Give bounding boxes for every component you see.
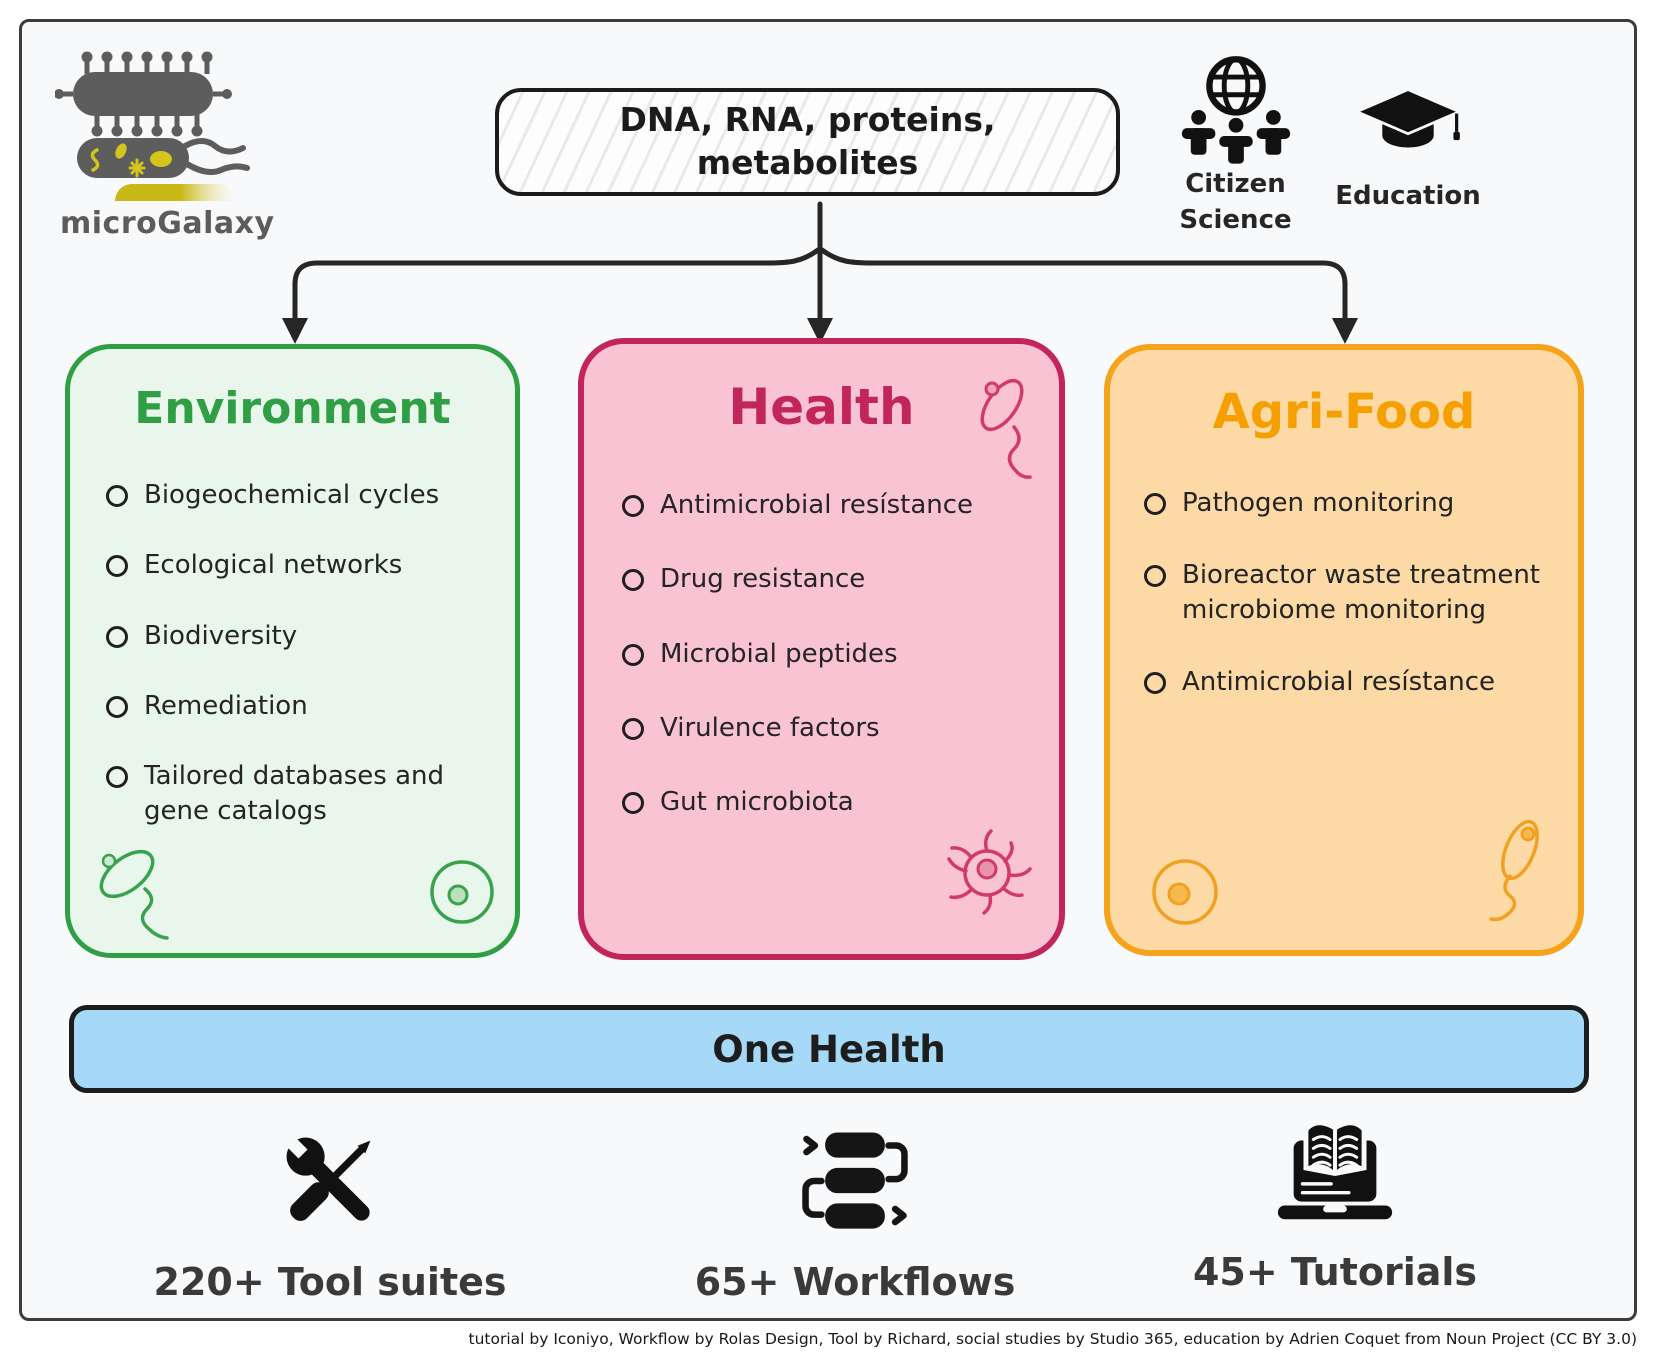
education-label: Education (1335, 181, 1481, 211)
card-environment-items: Biogeochemical cycles Ecological network… (106, 478, 479, 828)
inputs-box: DNA, RNA, proteins, metabolites (495, 88, 1120, 196)
card-agri-food-title: Agri-Food (1212, 384, 1476, 440)
list-item: Bioreactor waste treatment microbiome mo… (1144, 558, 1544, 627)
list-item-label: Pathogen monitoring (1182, 488, 1455, 518)
logo-label: microGalaxy (60, 206, 275, 241)
list-item: Microbial peptides (622, 637, 1021, 671)
stat-tool-suites: 220+ Tool suites (154, 1122, 507, 1304)
orange-microbe-doodle-icon (1489, 819, 1539, 922)
list-item-label: Microbial peptides (660, 638, 898, 669)
citizen-science-block: Citizen Science (1168, 52, 1303, 239)
citizen-science-icon (1181, 56, 1290, 164)
card-environment-title: Environment (134, 383, 451, 434)
card-health-title: Health (728, 378, 915, 436)
list-item: Ecological networks (106, 548, 479, 582)
list-item: Antimicrobial resístance (622, 488, 1021, 522)
bullet-circle-icon (1144, 493, 1166, 515)
list-item-label: Gut microbiota (660, 787, 854, 818)
stat-workflows: 65+ Workflows (685, 1122, 1025, 1304)
citizen-science-label-line1: Citizen (1185, 169, 1286, 199)
bullet-circle-icon (106, 766, 128, 789)
list-item: Biodiversity (106, 619, 479, 653)
list-item-label: Remediation (144, 690, 308, 721)
inputs-line2: metabolites (696, 143, 919, 182)
workflow-icon (802, 1132, 908, 1229)
list-item-label: Antimicrobial resístance (1182, 666, 1496, 697)
attribution-text: tutorial by Iconiyo, Workflow by Rolas D… (468, 1330, 1637, 1348)
stat-workflows-label: 65+ Workflows (694, 1260, 1016, 1304)
bullet-circle-icon (622, 792, 644, 815)
inputs-line1: DNA, RNA, proteins, (619, 100, 996, 140)
list-item: Remediation (106, 689, 479, 723)
list-item: Gut microbiota (622, 785, 1021, 819)
bullet-circle-icon (1144, 671, 1166, 694)
list-item-label: Ecological networks (144, 550, 403, 581)
tutorials-icon (1277, 1124, 1393, 1220)
bullet-circle-icon (106, 555, 128, 578)
tools-icon (281, 1132, 371, 1221)
list-item-label: Virulence factors (660, 712, 880, 743)
card-agri-food-items: Pathogen monitoring Bioreactor waste tre… (1144, 486, 1544, 699)
card-health-items: Antimicrobial resístance Drug resistance… (622, 488, 1021, 820)
list-item-label: Bioreactor waste treatment microbiome mo… (1182, 560, 1540, 625)
green-cell-doodle-icon (430, 860, 494, 924)
stat-tool-suites-label: 220+ Tool suites (153, 1260, 507, 1304)
list-item-label: Biogeochemical cycles (144, 480, 440, 510)
list-item-label: Biodiversity (144, 620, 298, 651)
list-item: Pathogen monitoring (1144, 486, 1544, 520)
list-item: Biogeochemical cycles (106, 478, 479, 512)
citizen-science-label-line2: Science (1179, 205, 1292, 236)
list-item-label: Drug resistance (660, 564, 866, 595)
bullet-circle-icon (622, 495, 644, 517)
card-health: Health Antimicrobial resístance Drug res… (578, 338, 1065, 960)
bullet-circle-icon (622, 717, 644, 740)
bullet-circle-icon (622, 569, 644, 592)
bullet-circle-icon (622, 643, 644, 666)
orange-cell-doodle-icon (1152, 859, 1218, 925)
stat-tutorials: 45+ Tutorials (1165, 1118, 1505, 1294)
spiky-cell-doodle-icon (947, 829, 1032, 915)
list-item-label: Antimicrobial resístance (660, 490, 974, 520)
bullet-circle-icon (1144, 565, 1166, 588)
list-item-label: Tailored databases and gene catalogs (144, 761, 445, 826)
stat-tutorials-label: 45+ Tutorials (1192, 1250, 1478, 1294)
bullet-circle-icon (106, 695, 128, 718)
one-health-banner: One Health (69, 1005, 1589, 1093)
microbes-logo-icon (55, 51, 250, 201)
list-item: Antimicrobial resístance (1144, 665, 1544, 699)
bullet-circle-icon (106, 485, 128, 507)
bullet-circle-icon (106, 625, 128, 648)
list-item: Drug resistance (622, 562, 1021, 596)
list-item: Virulence factors (622, 711, 1021, 745)
green-microbe-doodle-icon (99, 849, 169, 940)
one-health-label: One Health (712, 1027, 946, 1071)
pink-microbe-doodle-icon (980, 378, 1032, 479)
list-item: Tailored databases and gene catalogs (106, 759, 479, 828)
education-block: Education (1335, 86, 1481, 214)
education-icon (1353, 88, 1463, 148)
card-environment: Environment Biogeochemical cycles Ecolog… (65, 344, 520, 958)
